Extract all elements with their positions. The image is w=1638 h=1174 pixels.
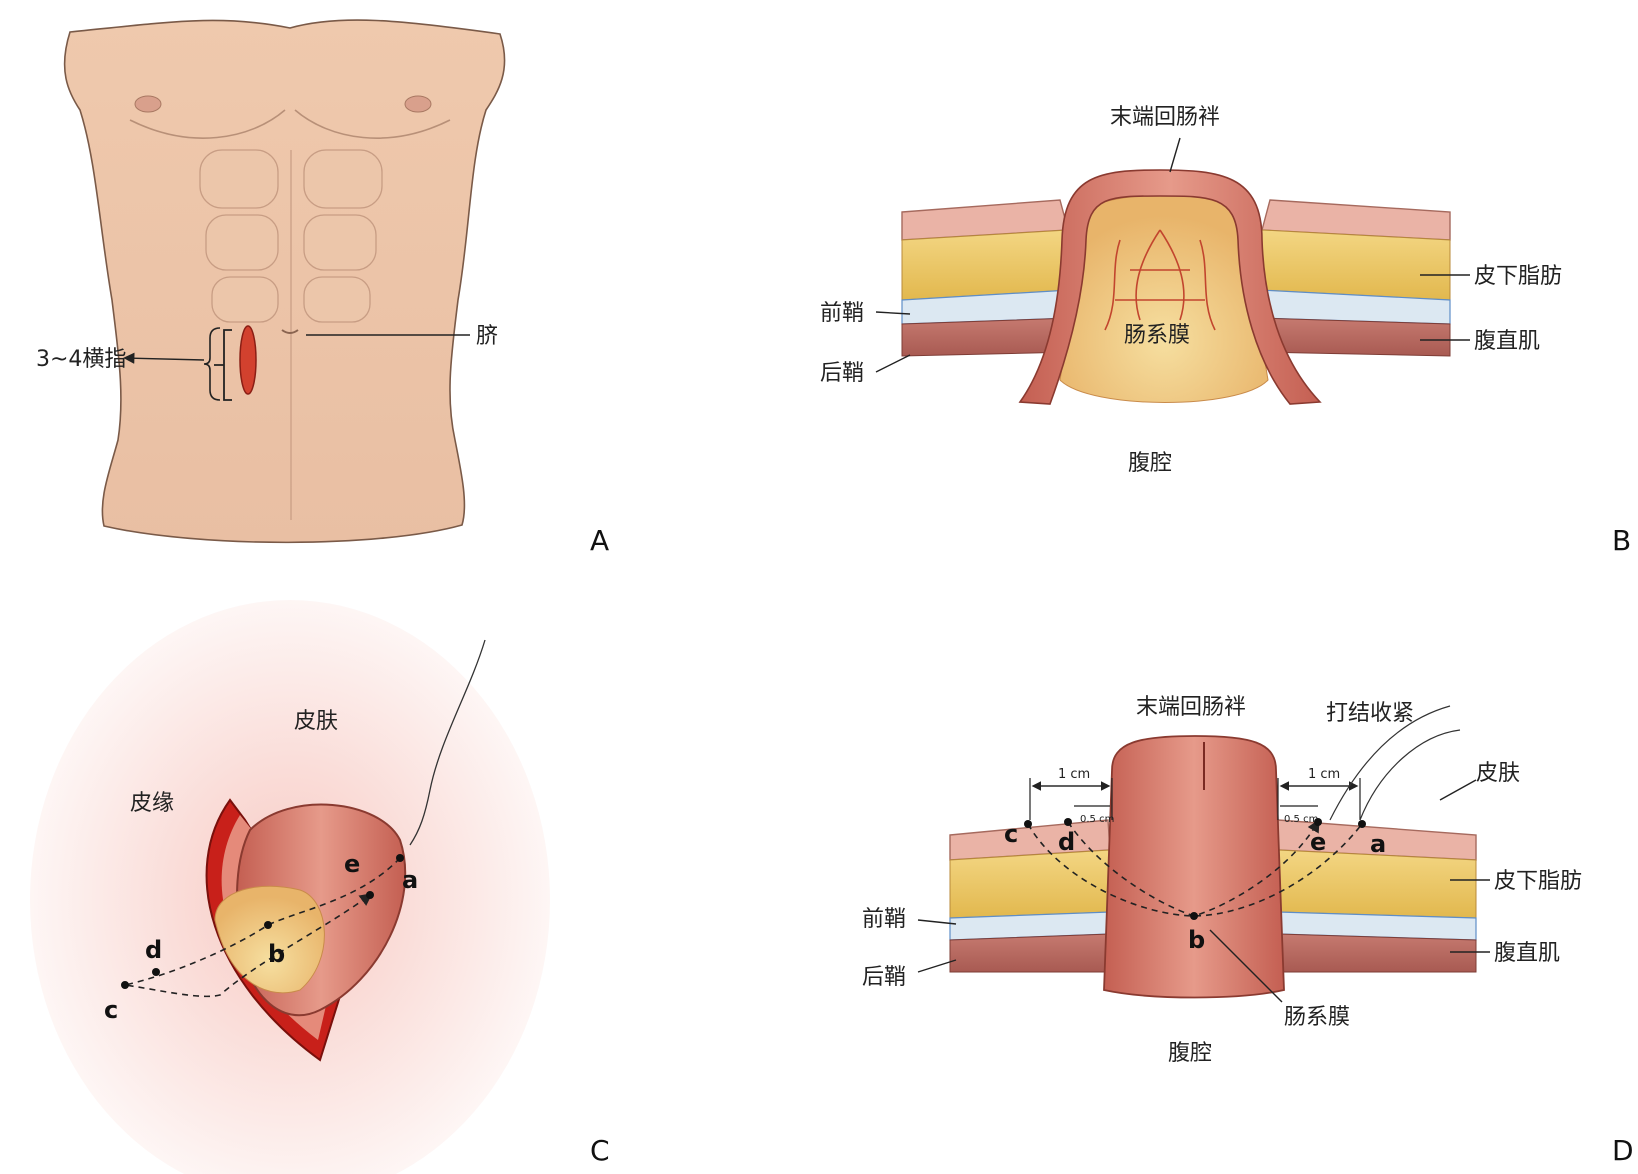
c-point-b: b bbox=[268, 940, 285, 968]
c-point-a: a bbox=[402, 866, 418, 894]
pectoral-lines bbox=[129, 109, 451, 139]
d-dim-left-05cm: 0.5 cm bbox=[1080, 814, 1114, 825]
panel-letter-c: C bbox=[590, 1134, 610, 1167]
left-nipple bbox=[134, 95, 162, 113]
d-skin-leader bbox=[1439, 779, 1477, 801]
c-point-d: d bbox=[145, 936, 162, 964]
b-label-abdominal-cavity: 腹腔 bbox=[1128, 451, 1172, 476]
d-thread bbox=[1329, 705, 1461, 821]
d-mesentery-leader bbox=[1209, 929, 1283, 1003]
b-label-posterior-sheath: 后鞘 bbox=[820, 361, 864, 386]
d-label-ileal-loop: 末端回肠袢 bbox=[1136, 695, 1246, 720]
d-anterior-leader bbox=[917, 919, 957, 925]
d-dim-right bbox=[1277, 778, 1361, 820]
panel-c: a b c d e 皮肤 皮缘 C bbox=[30, 600, 610, 1174]
b-fat-left bbox=[901, 229, 1071, 301]
width-leader bbox=[123, 352, 205, 364]
b-anterior-leader bbox=[875, 311, 911, 315]
label-width-fingers: 3~4横指 bbox=[36, 347, 126, 372]
d-points bbox=[1024, 818, 1366, 920]
d-fat-right bbox=[1277, 849, 1477, 919]
panel-letter-d: D bbox=[1612, 1134, 1634, 1167]
d-point-b: b bbox=[1188, 926, 1205, 954]
d-label-anterior-sheath: 前鞘 bbox=[862, 907, 906, 932]
b-fat-right bbox=[1259, 229, 1451, 301]
panel-letter-b: B bbox=[1612, 524, 1631, 557]
b-label-mesentery: 肠系膜 bbox=[1124, 323, 1190, 348]
c-label-skin: 皮肤 bbox=[294, 709, 338, 734]
d-label-mesentery: 肠系膜 bbox=[1284, 1005, 1350, 1030]
panel-d: 1 cm 1 cm 0.5 cm 0.5 cm a b c d e 末端回肠袢 … bbox=[862, 695, 1634, 1167]
d-dim-right-1cm: 1 cm bbox=[1308, 767, 1340, 782]
d-label-abdominal-cavity: 腹腔 bbox=[1168, 1041, 1212, 1066]
d-stoma-column bbox=[1103, 735, 1285, 999]
c-label-skin-edge: 皮缘 bbox=[130, 791, 174, 816]
c-thread bbox=[409, 639, 486, 846]
panel-a: 3~4横指 脐 A bbox=[36, 19, 609, 557]
panel-b: 末端回肠袢 皮下脂肪 前鞘 腹直肌 肠系膜 后鞘 腹腔 B bbox=[820, 105, 1631, 557]
navel-mark bbox=[281, 329, 299, 334]
abdominal-muscles bbox=[199, 149, 383, 323]
brace bbox=[203, 327, 221, 401]
b-mesentery-vessels bbox=[1104, 229, 1216, 331]
d-dim-left bbox=[1029, 778, 1113, 820]
d-label-skin: 皮肤 bbox=[1476, 761, 1520, 786]
d-label-tie-tighten: 打结收紧 bbox=[1326, 701, 1414, 726]
label-navel: 脐 bbox=[476, 324, 498, 349]
d-dim-left-1cm: 1 cm bbox=[1058, 767, 1090, 782]
c-point-c: c bbox=[104, 996, 118, 1024]
d-muscle-right bbox=[1277, 933, 1477, 973]
b-posterior-leader bbox=[875, 354, 911, 373]
b-loop-leader bbox=[1169, 137, 1181, 173]
torso-silhouette bbox=[63, 19, 506, 544]
b-label-ileal-loop: 末端回肠袢 bbox=[1110, 105, 1220, 130]
d-label-subcutaneous-fat: 皮下脂肪 bbox=[1494, 869, 1582, 894]
incision-site bbox=[239, 325, 257, 395]
d-point-c: c bbox=[1004, 820, 1018, 848]
d-point-a: a bbox=[1370, 830, 1386, 858]
d-label-rectus-muscle: 腹直肌 bbox=[1494, 941, 1560, 966]
b-label-subcutaneous-fat: 皮下脂肪 bbox=[1474, 264, 1562, 289]
d-point-d: d bbox=[1058, 828, 1075, 856]
b-label-rectus-muscle: 腹直肌 bbox=[1474, 329, 1540, 354]
d-point-e: e bbox=[1310, 828, 1326, 856]
d-label-posterior-sheath: 后鞘 bbox=[862, 965, 906, 990]
d-dim-right-05cm: 0.5 cm bbox=[1284, 814, 1318, 825]
c-stoma-mesentery bbox=[214, 885, 325, 994]
c-points bbox=[121, 854, 404, 989]
b-label-anterior-sheath: 前鞘 bbox=[820, 301, 864, 326]
c-point-e: e bbox=[344, 850, 360, 878]
d-muscle-left bbox=[949, 933, 1111, 973]
d-fat-left bbox=[949, 849, 1111, 919]
panel-letter-a: A bbox=[590, 524, 609, 557]
d-posterior-leader bbox=[917, 959, 957, 973]
right-nipple bbox=[404, 95, 432, 113]
bracket bbox=[214, 329, 232, 401]
b-ileal-loop bbox=[1018, 169, 1322, 405]
